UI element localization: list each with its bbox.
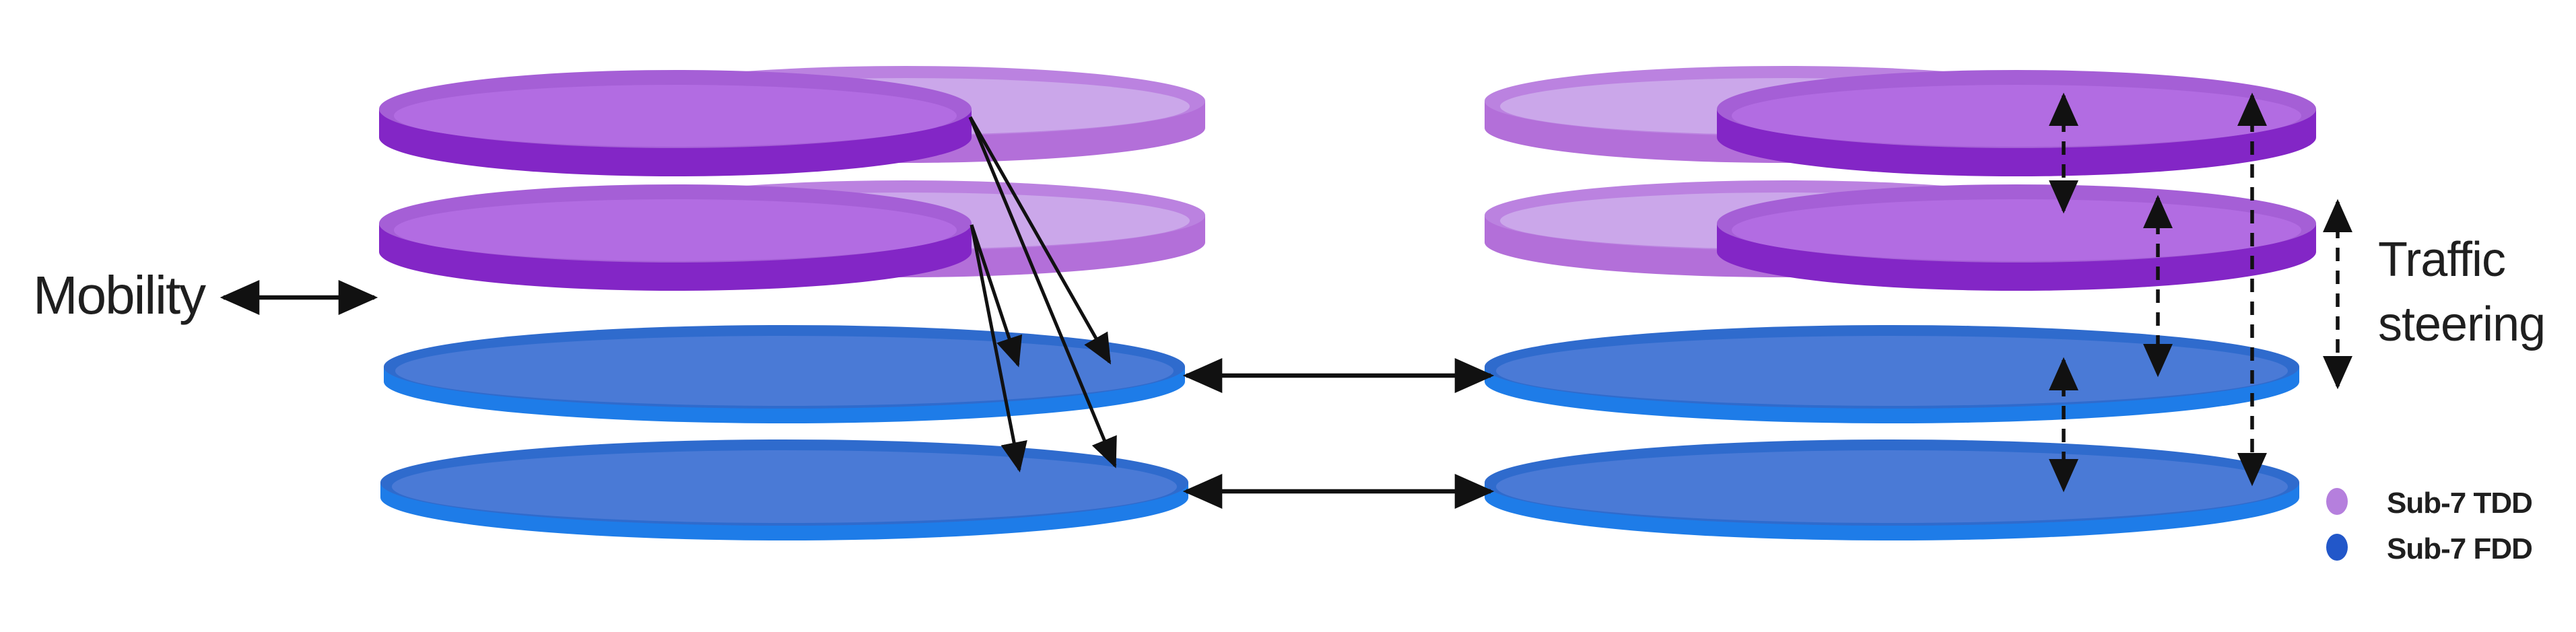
tdd-disc-front: [1717, 184, 2316, 291]
left-cell-tdd-layer-2: [379, 180, 1205, 291]
right-cell-fdd-layer-2: [1485, 440, 2299, 540]
tdd2-to-fdd1-arrow: [970, 224, 1023, 367]
left-cell-fdd-layer-2: [380, 440, 1188, 540]
traffic-steering-label-line1: Traffic: [2378, 233, 2505, 287]
legend-fdd-label: Sub-7 FDD: [2387, 532, 2532, 565]
legend-tdd-label: Sub-7 TDD: [2387, 487, 2532, 520]
left-cell-tdd-layer-1: [379, 66, 1205, 176]
left-cell-fdd-layer-1: [384, 325, 1185, 423]
tdd-disc-front: [379, 70, 972, 176]
traffic-steering-label-line2: steering: [2378, 297, 2545, 351]
tdd-disc-front: [1717, 70, 2316, 176]
legend: Sub-7 TDD Sub-7 FDD: [2326, 487, 2533, 565]
tdd1-to-fdd1-arrow: [968, 116, 1112, 365]
tdd1-to-fdd2-arrow: [968, 116, 1117, 468]
tdd-disc-front: [379, 184, 972, 291]
tdd2-to-fdd2-arrow: [970, 224, 1027, 472]
legend-fdd-dot: [2326, 534, 2348, 561]
mobility-label: Mobility: [33, 265, 206, 325]
right-cell-tdd-layer-2: [1485, 180, 2316, 291]
right-cell-tdd-layer-1: [1485, 66, 2316, 176]
right-cell-fdd-layer-1: [1485, 325, 2299, 423]
legend-tdd-dot: [2326, 488, 2348, 515]
